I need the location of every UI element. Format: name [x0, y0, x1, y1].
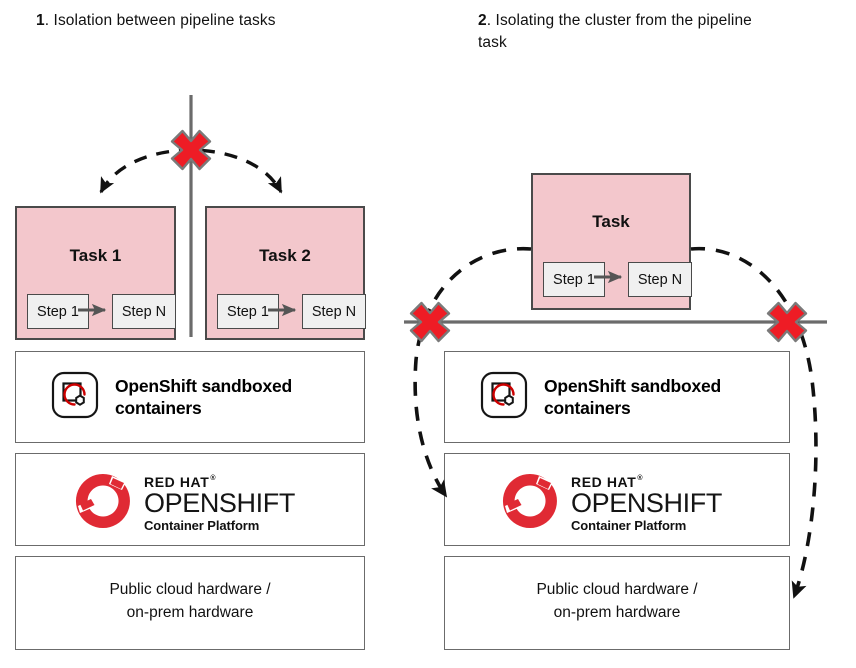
panel-1-caption-text: . Isolation between pipeline tasks [44, 12, 276, 29]
red-x-blocked-icon [170, 129, 212, 171]
redhat-shadowman-icon [499, 470, 561, 537]
panel-1-task-1-box: Task 1 Step 1 Step N [15, 206, 176, 340]
panel-2-hardware-box: Public cloud hardware / on-prem hardware [444, 556, 790, 650]
panel-1-hardware-line-1: Public cloud hardware / [109, 581, 271, 598]
panel-2-task-step-n: Step N [628, 262, 692, 297]
panel-1-caption: 1. Isolation between pipeline tasks [36, 10, 336, 32]
panel-1-redhat-logo: RED HAT® OPENSHIFT Container Platform [72, 470, 295, 537]
panel-1-sandboxed-containers-row: OpenShift sandboxed containers [49, 369, 345, 426]
panel-2-redhat-wordmark: RED HAT® OPENSHIFT Container Platform [571, 475, 722, 532]
panel-1-hardware-box: Public cloud hardware / on-prem hardware [15, 556, 365, 650]
panel-1-number: 1 [36, 12, 45, 29]
panel-2-container-platform-label: Container Platform [571, 518, 687, 533]
panel-2-sandboxed-containers-box: OpenShift sandboxed containers [444, 351, 790, 443]
panel-2-task-box: Task Step 1 Step N [531, 173, 692, 310]
panel-1-sandboxed-containers-box: OpenShift sandboxed containers [15, 351, 365, 443]
panel-1-task-1-title: Task 1 [69, 246, 122, 265]
red-x-blocked-icon [409, 301, 451, 343]
panel-2-sandboxed-containers-row: OpenShift sandboxed containers [478, 369, 774, 426]
panel-2-number: 2 [478, 12, 487, 29]
panel-1-redhat-line1: RED HAT® [144, 474, 217, 490]
panel-2-openshift-wordmark: OPENSHIFT [571, 488, 722, 518]
panel-1-openshift-wordmark: OPENSHIFT [144, 488, 295, 518]
panel-1-task-2-box: Task 2 Step 1 Step N [205, 206, 366, 340]
openshift-sandboxed-containers-icon [49, 369, 101, 426]
panel-2-redhat-line1: RED HAT® [571, 474, 644, 490]
openshift-sandboxed-containers-icon [478, 369, 530, 426]
panel-1-task-2-step-1: Step 1 [217, 294, 279, 329]
panel-2-caption: 2. Isolating the cluster from the pipeli… [478, 10, 778, 55]
panel-1-task-2-title: Task 2 [259, 246, 311, 265]
red-x-blocked-icon [766, 301, 808, 343]
panel-1-task-1-step-n: Step N [112, 294, 176, 329]
panel-2-redhat-logo: RED HAT® OPENSHIFT Container Platform [499, 470, 722, 537]
panel-1-task-2-step-n: Step N [302, 294, 366, 329]
panel-2-task-step-1: Step 1 [543, 262, 605, 297]
panel-1-redhat-wordmark: RED HAT® OPENSHIFT Container Platform [144, 475, 295, 532]
panel-1-container-platform-label: Container Platform [144, 518, 260, 533]
panel-1-blocked-path [99, 148, 283, 194]
panel-2-openshift-platform-box: RED HAT® OPENSHIFT Container Platform [444, 453, 790, 546]
panel-2-hardware-line-1: Public cloud hardware / [536, 581, 698, 598]
panel-1-hardware-line-2: on-prem hardware [126, 604, 254, 621]
panel-1-task-1-step-1: Step 1 [27, 294, 89, 329]
panel-1-openshift-platform-box: RED HAT® OPENSHIFT Container Platform [15, 453, 365, 546]
panel-2-hardware-line-2: on-prem hardware [553, 604, 681, 621]
panel-2-caption-text: . Isolating the cluster from the pipelin… [478, 12, 752, 52]
redhat-shadowman-icon [72, 470, 134, 537]
panel-2-sandboxed-containers-label: OpenShift sandboxed containers [544, 375, 722, 418]
panel-1-sandboxed-containers-label: OpenShift sandboxed containers [115, 375, 293, 418]
panel-2-task-title: Task [592, 212, 630, 231]
